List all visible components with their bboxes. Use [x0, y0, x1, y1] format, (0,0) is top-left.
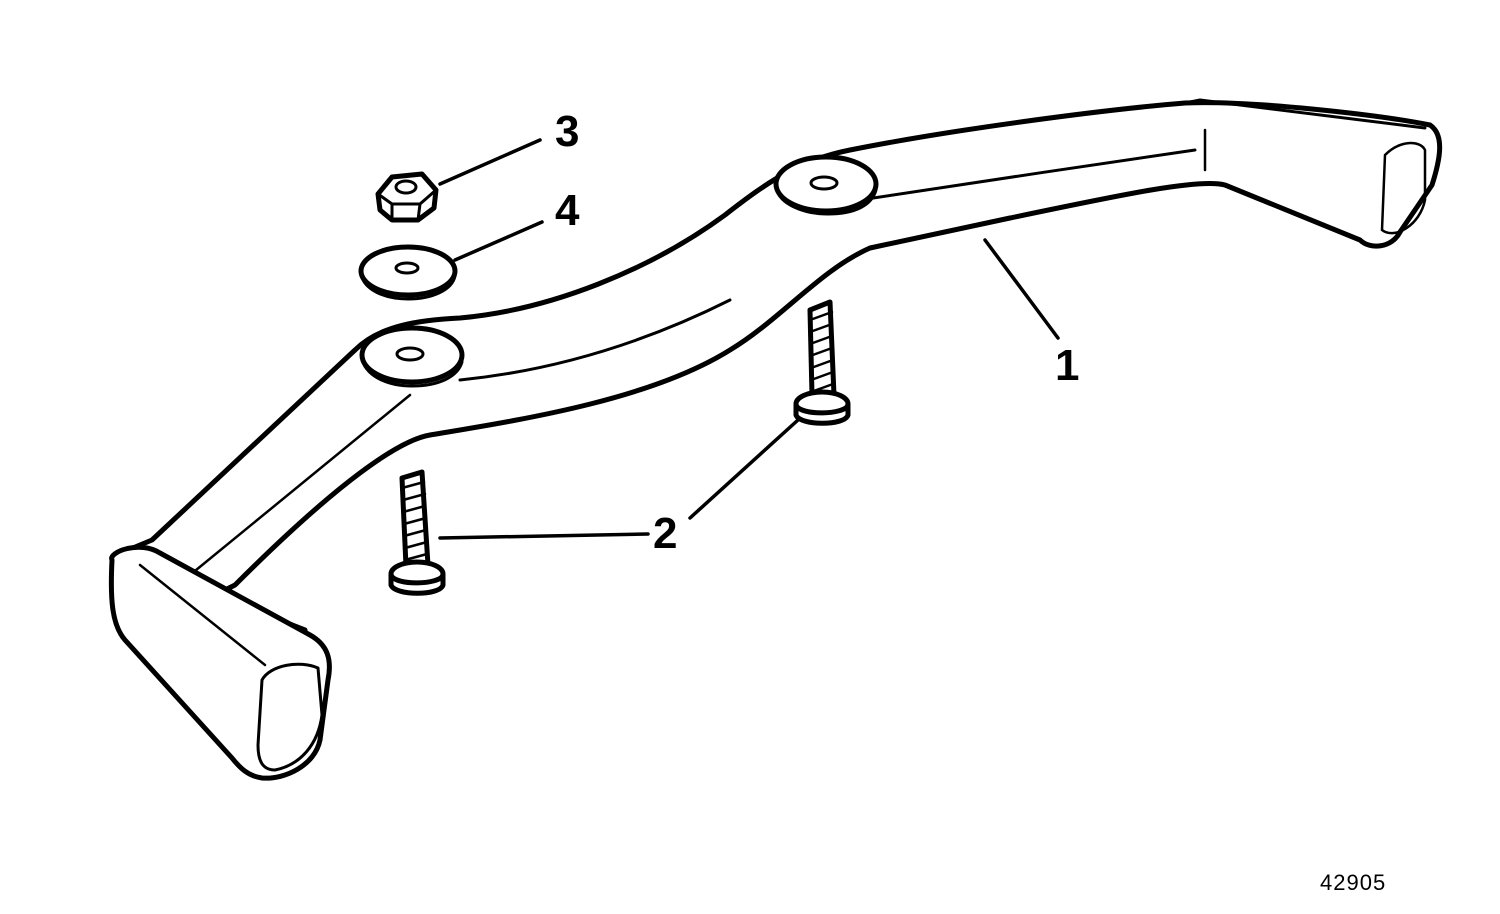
- screw-lower: [388, 469, 446, 596]
- washer-part: [358, 244, 458, 301]
- handle-left-grip: [108, 544, 332, 781]
- handle-left-ridge: [188, 393, 412, 577]
- callout-washer: 4: [555, 186, 580, 235]
- handle-right-face: [1380, 141, 1427, 235]
- handle-top-edge: [1183, 98, 1427, 130]
- callout-screws: 2: [653, 509, 677, 558]
- callout-handle: 1: [1055, 341, 1079, 390]
- handle-left-grip-edge: [138, 563, 267, 667]
- nut-part: [375, 171, 439, 223]
- leader-screw-lower: [438, 532, 650, 540]
- leader-handle: [983, 238, 1060, 340]
- leader-screw-upper: [688, 418, 800, 520]
- handle-upper-ridge: [858, 148, 1197, 202]
- handle-boss-lower: [359, 325, 465, 388]
- handle-part: [108, 98, 1443, 781]
- handle-left-grip-face: [256, 662, 324, 772]
- leader-washer: [453, 220, 544, 262]
- figure-number: 42905: [1320, 870, 1386, 895]
- callout-nut: 3: [555, 107, 579, 156]
- handle-boss-upper: [773, 154, 879, 216]
- leader-nut: [438, 138, 542, 186]
- screw-upper: [793, 299, 851, 426]
- handle-lower-ridge: [458, 298, 732, 382]
